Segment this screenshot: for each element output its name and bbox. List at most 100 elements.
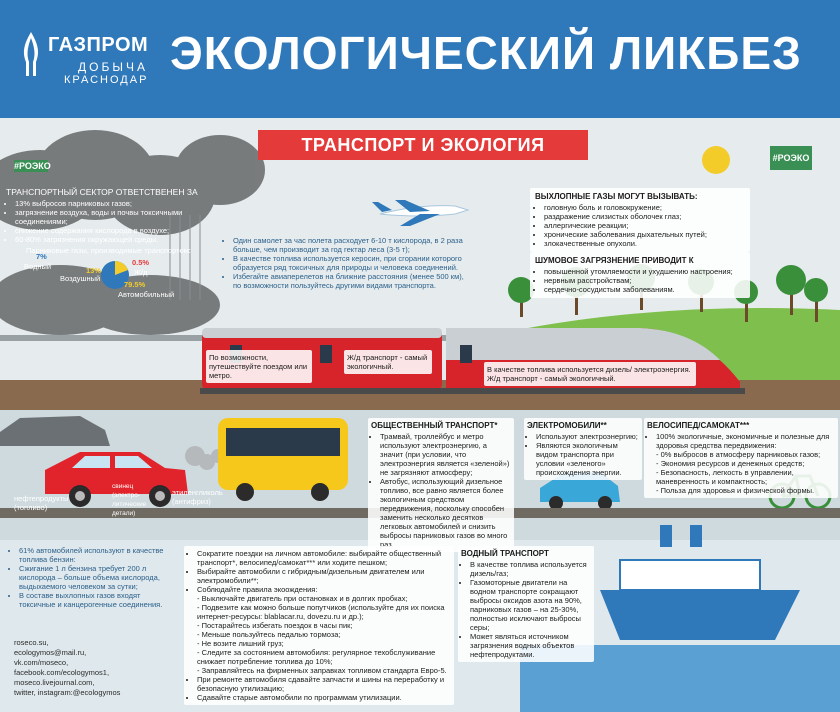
tip-item: - Заправляйтесь на фирменных заправках т…: [197, 666, 447, 675]
tip-item: Сократите поездки на личном автомобиле: …: [197, 549, 450, 567]
tip-item: Сдавайте старые автомобили по программам…: [197, 693, 450, 702]
header-bar: ГАЗПРОМ ДОБЫЧА КРАСНОДАР ЭКОЛОГИЧЕСКИЙ Л…: [0, 0, 840, 118]
transport-sector-block: ТРАНСПОРТНЫЙ СЕКТОР ОТВЕТСТВЕНЕН ЗА 13% …: [6, 187, 211, 245]
ship-icon: [600, 525, 800, 640]
tag-right[interactable]: #РОЭКО: [770, 146, 812, 170]
greenhouse-value-air: 13%: [86, 266, 102, 275]
electric-box: ЭЛЕКТРОМОБИЛИ** Используют электроэнерги…: [524, 418, 642, 480]
gazprom-logo[interactable]: ГАЗПРОМ ДОБЫЧА КРАСНОДАР: [20, 30, 170, 90]
greenhouse-pie-chart: [101, 261, 129, 289]
bicycle-item: - Безопасность, легкость в управлении, м…: [656, 468, 794, 486]
water-item: Может являться источником загрязнения во…: [470, 632, 591, 659]
logo-line-2: ДОБЫЧА: [78, 60, 148, 74]
greenhouse-heading: Парниковые газы, производимые транспорто…: [26, 246, 191, 255]
electric-item: Являются экологичным видом транспорта пр…: [536, 441, 639, 477]
link-email[interactable]: ecologymos@mail.ru,: [14, 648, 87, 657]
water-heading: ВОДНЫЙ ТРАНСПОРТ: [461, 549, 549, 558]
exhaust-item: аллергические реакции;: [544, 221, 745, 230]
noise-item: нервным расстройствам;: [544, 276, 745, 285]
noise-box: ШУМОВОЕ ЗАГРЯЗНЕНИЕ ПРИВОДИТ К повышенно…: [530, 252, 750, 298]
bicycle-item: - 0% выбросов в атмосферу парниковых газ…: [656, 450, 821, 459]
rain-icon: [169, 215, 201, 300]
public-transport-item: Трамвай, троллейбус и метро используют э…: [380, 432, 511, 477]
tip-item: - Следите за состоянием автомобиля: регу…: [197, 648, 436, 666]
airplane-icon: [372, 200, 470, 226]
exhaust-item: злокачественные опухоли.: [544, 239, 745, 248]
transport-sector-item: 13% выбросов парниковых газов;: [15, 199, 211, 208]
transport-sector-item: загрязнение воздуха, воды и почвы токсич…: [15, 208, 211, 226]
bicycle-item: - Польза для здоровья и физической формы…: [656, 486, 815, 495]
grey-car-icon: [0, 416, 110, 446]
plane-info-block: Один самолет за час полета расходует 6-1…: [224, 236, 474, 290]
public-transport-heading: ОБЩЕСТВЕННЫЙ ТРАНСПОРТ*: [371, 421, 498, 430]
transport-sector-item: снижение содержания кислорода в воздухе;: [15, 226, 211, 235]
exhaust-item: головную боль и головокружение;: [544, 203, 745, 212]
flame-logo-icon: [23, 32, 39, 76]
cars-info-item: Сжигание 1 л бензина требует 200 л кисло…: [19, 564, 175, 591]
train-note-1: По возможности, путешествуйте поездом ил…: [206, 350, 312, 383]
greenhouse-value-auto: 79.5%: [124, 280, 146, 289]
link-vk[interactable]: vk.com/moseco,: [14, 658, 69, 667]
section-banner: ТРАНСПОРТ И ЭКОЛОГИЯ: [258, 130, 588, 160]
tip-item: - Постарайтесь избегать поездок в часы п…: [197, 621, 353, 630]
plane-info-item: Избегайте авиаперелетов на ближние расст…: [233, 272, 474, 290]
logo-line-3: КРАСНОДАР: [64, 74, 149, 86]
greenhouse-label-water: Водный: [24, 262, 52, 271]
train-note-2: Ж/д транспорт - самый экологичный.: [344, 350, 432, 374]
contact-links: roseco.su, ecologymos@mail.ru, vk.com/mo…: [14, 638, 120, 698]
exhaust-box: ВЫХЛОПНЫЕ ГАЗЫ МОГУТ ВЫЗЫВАТЬ: головную …: [530, 188, 750, 252]
water-box: ВОДНЫЙ ТРАНСПОРТ В качестве топлива испо…: [458, 546, 594, 662]
plane-info-item: Один самолет за час полета расходует 6-1…: [233, 236, 474, 254]
link-facebook[interactable]: facebook.com/ecologymos1,: [14, 668, 110, 677]
exhaust-item: хронические заболевания дыхательных путе…: [544, 230, 745, 239]
tips-box: Сократите поездки на личном автомобиле: …: [184, 546, 454, 705]
link-livejournal[interactable]: moseco.livejournal.com,: [14, 678, 95, 687]
bicycle-item: 100% экологичные, экономичные и полезные…: [656, 432, 835, 450]
greenhouse-label-rail: Ж/д: [134, 268, 148, 277]
greenhouse-label-air: Воздушный: [60, 274, 101, 283]
train-note-3: В качестве топлива используется дизель/ …: [484, 362, 696, 386]
greenhouse-label-auto: Автомобильный: [118, 290, 175, 299]
noise-heading: ШУМОВОЕ ЗАГРЯЗНЕНИЕ ПРИВОДИТ К: [535, 256, 694, 265]
tip-item: - Не возите лишний груз;: [197, 639, 284, 648]
bicycle-item: - Экономия ресурсов и денежных средств;: [656, 459, 805, 468]
bicycle-heading: ВЕЛОСИПЕД/САМОКАТ***: [647, 421, 750, 430]
car-label-lead: свинец (электро-литические детали): [112, 483, 147, 517]
cars-info-block: 61% автомобилей используют в качестве то…: [10, 546, 175, 609]
water-item: Газомоторные двигатели на водном транспо…: [470, 578, 591, 632]
noise-item: сердечно-сосудистым заболеваниям.: [544, 285, 745, 294]
page-title: ЭКОЛОГИЧЕСКИЙ ЛИКБЕЗ: [170, 27, 802, 79]
link-site[interactable]: roseco.su,: [14, 638, 49, 647]
tip-item: - Меньше пользуйтесь педалью тормоза;: [197, 630, 341, 639]
electric-item: Используют электроэнергию;: [536, 432, 639, 441]
cars-info-item: В составе выхлопных газов входят токсичн…: [19, 591, 175, 609]
tip-item: - Выключайте двигатель при остановках и …: [197, 594, 408, 603]
car-label-antifreeze: этиленгликоль (антифриз): [172, 488, 223, 506]
greenhouse-value-water: 7%: [36, 252, 47, 261]
public-transport-item: Автобус, использующий дизельное топливо,…: [380, 477, 511, 549]
electric-heading: ЭЛЕКТРОМОБИЛИ**: [527, 421, 607, 430]
bus-icon: [218, 418, 348, 501]
plane-info-item: В качестве топлива используется керосин,…: [233, 254, 474, 272]
noise-item: повышенной утомляемости и ухудшению наст…: [544, 267, 745, 276]
exhaust-item: раздражение слизистых оболочек глаз;: [544, 212, 745, 221]
red-car-icon: [45, 452, 188, 507]
car-label-fuel: нефтепродукты (топливо): [14, 494, 69, 512]
link-social[interactable]: twitter, instagram:@ecologymos: [14, 688, 121, 697]
transport-sector-item: 60-80% загрязнения окружающей среды.: [15, 235, 211, 244]
greenhouse-value-rail: 0.5%: [132, 258, 150, 267]
tip-item: Выбирайте автомобили с гибридным/дизельн…: [197, 567, 450, 585]
logo-line-1: ГАЗПРОМ: [48, 34, 149, 56]
tag-left[interactable]: #РОЭКО: [14, 160, 51, 172]
water-item: В качестве топлива используется дизель/г…: [470, 560, 591, 578]
public-transport-box: ОБЩЕСТВЕННЫЙ ТРАНСПОРТ* Трамвай, троллей…: [368, 418, 514, 552]
transport-sector-heading: ТРАНСПОРТНЫЙ СЕКТОР ОТВЕТСТВЕНЕН ЗА: [6, 187, 198, 197]
bicycle-box: ВЕЛОСИПЕД/САМОКАТ*** 100% экологичные, э…: [644, 418, 838, 498]
cars-info-item: 61% автомобилей используют в качестве то…: [19, 546, 175, 564]
tip-item: - Подвезите как можно больше попутчиков …: [197, 603, 445, 621]
exhaust-heading: ВЫХЛОПНЫЕ ГАЗЫ МОГУТ ВЫЗЫВАТЬ:: [535, 192, 698, 201]
tip-item: Соблюдайте правила экоождения:: [197, 585, 450, 594]
tip-item: При ремонте автомобиля сдавайте запчасти…: [197, 675, 450, 693]
sun-icon: [702, 146, 730, 174]
